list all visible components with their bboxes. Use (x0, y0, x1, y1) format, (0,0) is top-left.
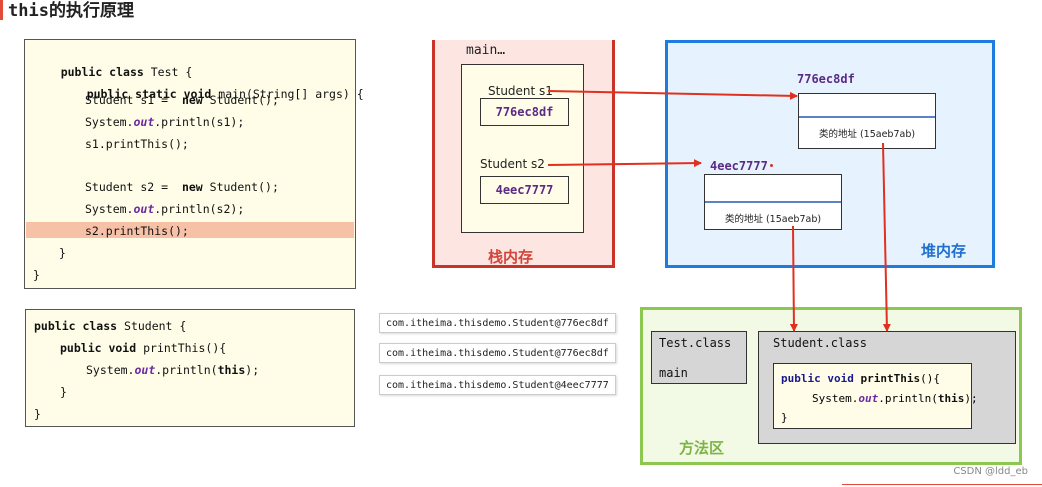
code-line: System.out.println(s2); (85, 202, 245, 216)
obj2-class-address: 类的地址 (15aeb7ab) (724, 214, 822, 225)
code-line: s1.printThis(); (85, 137, 189, 151)
var-s2-label: Student s2 (480, 157, 545, 171)
dot-marker (770, 164, 773, 167)
code-panel-test: public class Test { public static void m… (24, 39, 364, 289)
obj1-class-address: 类的地址 (15aeb7ab) (818, 129, 916, 140)
code-line: Student s2 = new Student(); (85, 180, 279, 194)
output-line-2: com.itheima.thisdemo.Student@776ec8df (379, 343, 616, 363)
arrow-s1-to-obj1 (547, 90, 798, 100)
code-panel-student: public class Student { public void print… (25, 309, 355, 427)
code-line: } (60, 385, 67, 399)
highlighted-line (26, 222, 354, 238)
code-line: public void printThis(){ (781, 372, 940, 385)
watermark: CSDN @ldd_eb (953, 466, 1028, 477)
obj2-address: 4eec7777 (710, 159, 768, 173)
student-object-2: 类的地址 (15aeb7ab) (704, 174, 842, 230)
object-divider (799, 116, 935, 118)
code-text: Test { (150, 65, 193, 79)
student-object-1: 类的地址 (15aeb7ab) (798, 93, 936, 149)
arrow-obj2-to-class (789, 225, 798, 332)
code-line: System.out.println(s1); (85, 115, 245, 129)
code-line: System.out.println(this); (86, 363, 260, 377)
code-line: } (34, 407, 41, 421)
code-line: Student s1 = new Student(); (85, 93, 279, 107)
code-line: public class Student { (34, 319, 187, 333)
code-line: public static void main(String[] args) { (86, 87, 364, 101)
code-line: public class Test { (60, 65, 193, 79)
heap-region-label: 堆内存 (921, 242, 967, 260)
code-line: } (781, 411, 788, 424)
code-line: System.out.println(this); (812, 392, 978, 405)
code-line: } (33, 268, 40, 282)
var-s1-value: 776ec8df (480, 98, 569, 126)
stack-region-label: 栈内存 (488, 248, 534, 266)
arrow-s2-to-obj2 (547, 159, 702, 168)
test-main-label: main (659, 366, 688, 380)
output-line-1: com.itheima.thisdemo.Student@776ec8df (379, 313, 616, 333)
output-line-3: com.itheima.thisdemo.Student@4eec7777 (379, 375, 616, 395)
stack-frame-label: main… (466, 43, 506, 58)
code-line: } (59, 246, 66, 260)
title-accent (0, 0, 3, 20)
var-s2-value: 4eec7777 (480, 176, 569, 204)
test-class-box (651, 331, 747, 384)
code-line: s2.printThis(); (85, 224, 189, 238)
object-divider (705, 201, 841, 203)
code-line: public void printThis(){ (60, 341, 227, 355)
bottom-accent-line (842, 484, 1042, 485)
arrow-obj1-to-class (882, 142, 891, 332)
method-region-label: 方法区 (679, 439, 725, 457)
obj1-address: 776ec8df (797, 72, 855, 86)
student-class-label: Student.class (773, 336, 867, 350)
method-code-box: public void printThis(){ System.out.prin… (773, 363, 978, 429)
heap-memory (665, 40, 995, 268)
var-s1-label: Student s1 (488, 84, 553, 98)
test-class-label: Test.class (659, 336, 732, 350)
page-title: this的执行原理 (8, 1, 134, 21)
